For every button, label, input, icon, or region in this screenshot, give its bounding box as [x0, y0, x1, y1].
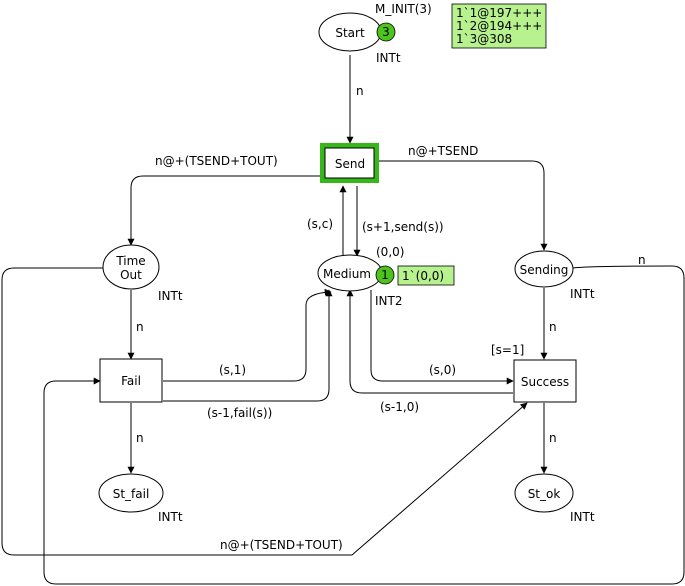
- place-timeout-label: Time: [115, 254, 145, 268]
- transition-fail[interactable]: Fail: [99, 358, 163, 403]
- arc-label-fail-medium: (s,1): [219, 363, 246, 377]
- arc-success-medium: [346, 289, 513, 394]
- place-st-fail[interactable]: St_fail INTt: [98, 473, 183, 524]
- arc-label-start-send: n: [356, 84, 364, 98]
- place-start-marking: 1`1@197+++ 1`2@194+++ 1`3@308: [451, 3, 547, 49]
- place-st-ok[interactable]: St_ok INTt: [514, 473, 595, 524]
- arc-label-sending-success: n: [549, 320, 557, 334]
- transition-fail-label: Fail: [121, 374, 141, 388]
- transition-success[interactable]: Success [s=1]: [491, 343, 577, 403]
- arc-label-medium-send: (s,c): [307, 217, 333, 231]
- arc-medium-success: [370, 290, 514, 385]
- marking-line: 1`2@194+++: [456, 19, 542, 33]
- place-start-type: INTt: [376, 51, 401, 65]
- arc-label-send-medium: (s+1,send(s)): [362, 220, 444, 234]
- arc-sending-fail: [43, 265, 685, 585]
- arc-label-sending-fail: n: [638, 253, 646, 267]
- arc-send-sending: [379, 160, 548, 251]
- token-count-badge: [375, 265, 395, 285]
- place-medium-token-count: 1: [381, 268, 389, 282]
- transition-send-label: Send: [335, 157, 365, 171]
- place-st-ok-type: INTt: [570, 510, 595, 524]
- place-start-label: Start: [335, 26, 365, 40]
- arc-label-send-sending: n@+TSEND: [408, 144, 478, 158]
- arc-label-fail-stfail: n: [136, 431, 144, 445]
- arc-medium-fail: [163, 289, 333, 402]
- place-timeout-label: Out: [120, 268, 142, 282]
- transition-success-label: Success: [521, 375, 569, 389]
- arc-fail-medium: [163, 288, 332, 382]
- arc-label-medium-fail: (s-1,fail(s)): [207, 406, 272, 420]
- place-start-token-count: 3: [382, 25, 390, 39]
- place-sending-label: Sending: [520, 263, 569, 277]
- place-medium[interactable]: Medium (0,0) INT2 1 1`(0,0): [317, 245, 455, 308]
- arc-label-send-timeout: n@+(TSEND+TOUT): [155, 154, 278, 168]
- place-sending[interactable]: Sending INTt: [514, 250, 595, 301]
- arc-label-timeout-fail: n: [136, 320, 144, 334]
- transition-success-guard: [s=1]: [491, 343, 524, 357]
- place-medium-init: (0,0): [376, 245, 404, 259]
- place-medium-marking: 1`(0,0): [397, 265, 455, 286]
- place-sending-type: INTt: [570, 287, 595, 301]
- marking-line: 1`3@308: [456, 32, 512, 46]
- token-count-badge: [376, 22, 396, 42]
- arc-label-success-stok: n: [549, 431, 557, 445]
- place-st-fail-label: St_fail: [113, 487, 150, 501]
- arc-label-timeout-success: n@+(TSEND+TOUT): [220, 538, 343, 552]
- arc-send-timeout: [127, 175, 320, 246]
- arc-label-medium-success: (s,0): [429, 363, 456, 377]
- arc-labels: n n@+(TSEND+TOUT) n@+TSEND (s,c) (s+1,se…: [136, 84, 646, 552]
- transition-send[interactable]: Send: [320, 143, 379, 183]
- place-medium-label: Medium: [323, 267, 371, 281]
- place-medium-type: INT2: [375, 294, 402, 308]
- marking-line: 1`1@197+++: [456, 6, 542, 20]
- place-start-init: M_INIT(3): [375, 2, 432, 16]
- arcs: [1, 55, 685, 585]
- place-st-ok-label: St_ok: [528, 487, 561, 501]
- marking-line: 1`(0,0): [402, 269, 444, 283]
- arc-timeout-success: [1, 267, 528, 556]
- place-timeout[interactable]: Time Out INTt: [102, 244, 183, 303]
- place-st-fail-type: INTt: [158, 510, 183, 524]
- arc-label-success-medium: (s-1,0): [380, 400, 419, 414]
- place-start[interactable]: Start M_INIT(3) INTt 3 1`1@197+++ 1`2@19…: [318, 2, 547, 65]
- place-timeout-type: INTt: [158, 289, 183, 303]
